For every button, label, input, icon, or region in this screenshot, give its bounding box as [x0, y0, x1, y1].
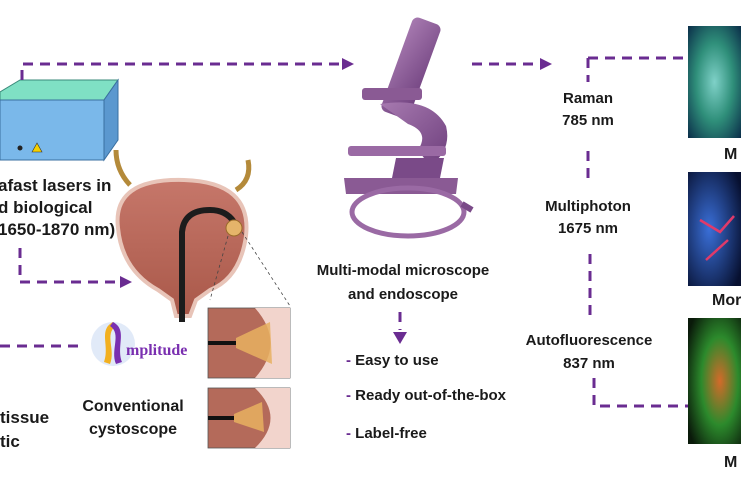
left-label-line2: tic [0, 432, 20, 451]
autofluorescence-name: Autofluorescence [525, 332, 653, 349]
left-label-line1: tissue [0, 408, 50, 427]
laser-box-icon [0, 78, 119, 162]
raman-wavelength: 785 nm [562, 112, 614, 129]
laser-to-microscope-arrow [20, 62, 340, 80]
laser-label-line3: 1650-1870 nm) [0, 220, 116, 239]
multiphoton-image-caption: Mor [712, 292, 741, 309]
connector-arrows [0, 56, 690, 408]
raman-image [688, 26, 741, 138]
raman-name: Raman [562, 90, 614, 107]
amplitude-logo-text: mplitude [126, 342, 188, 359]
autofluorescence-wavelength: 837 nm [563, 355, 615, 372]
laser-to-cystoscope-arrow [18, 248, 118, 284]
multiphoton-wavelength: 1675 nm [557, 220, 619, 237]
autofluorescence-image [688, 318, 741, 444]
bladder-illustration [113, 149, 291, 322]
microscope-label-line1: Multi-modal microscope [316, 262, 490, 279]
amplitude-logo [91, 322, 135, 366]
cystoscope-detail-top [207, 307, 291, 379]
raman-image-caption: M [724, 146, 738, 163]
feature-item: - Label-free [346, 425, 427, 442]
microscope-label-line2: and endoscope [347, 286, 459, 303]
cystoscope-label-line1: Conventional [82, 398, 184, 415]
laser-label-line2: d biological [0, 198, 93, 217]
multiphoton-name: Multiphoton [545, 198, 631, 215]
microscope-icon [344, 17, 474, 239]
feature-item: - Easy to use [346, 352, 439, 369]
laser-label-line1: afast lasers in [0, 176, 112, 195]
feature-item: - Ready out-of-the-box [346, 387, 506, 404]
cystoscope-label-line2: cystoscope [88, 421, 178, 438]
cystoscope-detail-bottom [207, 387, 291, 449]
autofluorescence-image-caption: M [724, 454, 738, 471]
